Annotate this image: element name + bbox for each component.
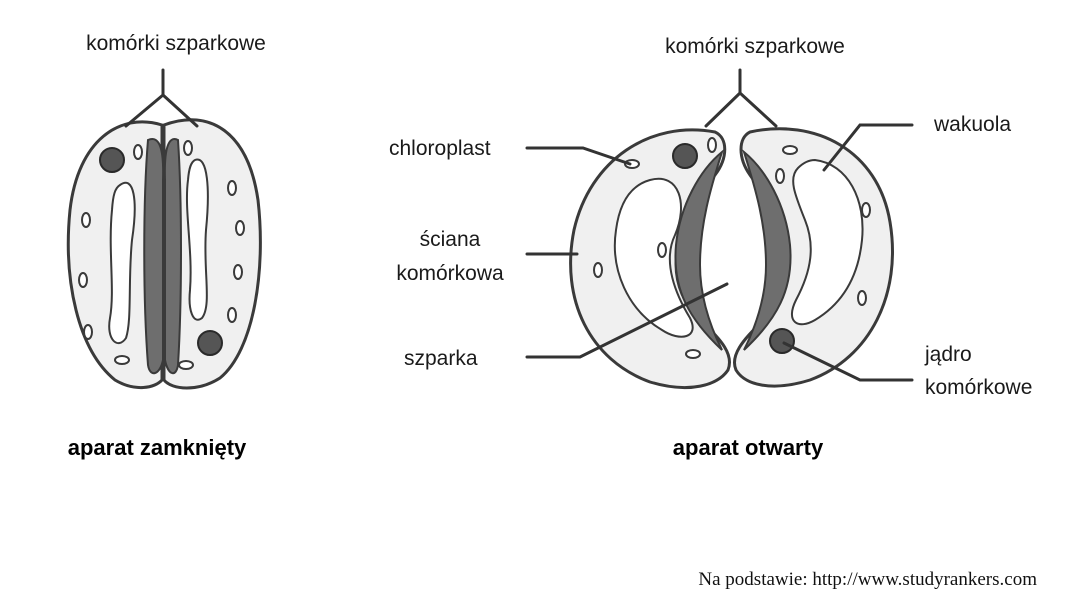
open-vacuole-right — [790, 158, 864, 326]
closed-nucleus-left — [99, 147, 125, 173]
open-caption: aparat otwarty — [673, 435, 824, 460]
closed-vacuole-right — [185, 158, 209, 321]
open-cell-wall-right — [742, 149, 792, 351]
closed-chloroplast — [83, 324, 93, 340]
open-cell-wall-left — [674, 149, 724, 351]
open-vacuole-left — [613, 177, 694, 338]
open-chloroplast — [685, 349, 701, 359]
source-note: Na podstawie: http://www.studyrankers.co… — [698, 569, 1037, 590]
closed-cell-wall-right — [163, 138, 182, 375]
closed-chloroplast — [227, 180, 237, 196]
stoma-label: szparka — [404, 347, 478, 370]
closed-chloroplast — [133, 144, 143, 160]
open-guard-cells-label: komórki szparkowe — [665, 35, 845, 58]
cell-wall-label-line1: ściana — [420, 228, 481, 251]
nucleus-label-line1: jądro — [924, 343, 972, 366]
closed-chloroplast — [183, 140, 193, 156]
open-chloroplast — [861, 202, 871, 218]
closed-chloroplast — [178, 360, 194, 370]
open-chloroplast — [707, 137, 717, 153]
vacuole-label: wakuola — [933, 113, 1011, 136]
closed-caption: aparat zamknięty — [68, 435, 247, 460]
nucleus-leader — [782, 341, 914, 382]
closed-vacuole-left — [108, 182, 136, 345]
open-chloroplast — [857, 290, 867, 306]
vacuole-leader — [822, 123, 914, 172]
open-chloroplast — [782, 145, 798, 155]
closed-guard-cells-leader — [124, 68, 199, 128]
open-nucleus-left — [672, 143, 698, 169]
chloroplast-label: chloroplast — [389, 137, 491, 160]
open-chloroplast — [775, 168, 785, 184]
closed-chloroplast — [235, 220, 245, 236]
chloroplast-leader — [525, 146, 632, 166]
closed-chloroplast — [81, 212, 91, 228]
open-guard-cells-leader — [704, 68, 778, 128]
open-chloroplast — [657, 242, 667, 258]
open-nucleus-right — [769, 328, 795, 354]
closed-chloroplast — [114, 355, 130, 365]
cell-wall-label-line2: komórkowa — [396, 262, 504, 285]
closed-guard-cells-label: komórki szparkowe — [86, 32, 266, 55]
closed-chloroplast — [233, 264, 243, 280]
closed-cell-wall-left — [143, 138, 165, 375]
closed-chloroplast — [78, 272, 88, 288]
closed-nucleus-right — [197, 330, 223, 356]
nucleus-label-line2: komórkowe — [925, 376, 1032, 399]
closed-stoma: komórki szparkowe aparat zamknięty — [66, 32, 266, 460]
open-stoma: komórki szparkowe chloroplast ściana kom… — [389, 35, 1032, 460]
open-chloroplast — [593, 262, 603, 278]
closed-chloroplast — [227, 307, 237, 323]
stoma-leader — [525, 282, 729, 359]
